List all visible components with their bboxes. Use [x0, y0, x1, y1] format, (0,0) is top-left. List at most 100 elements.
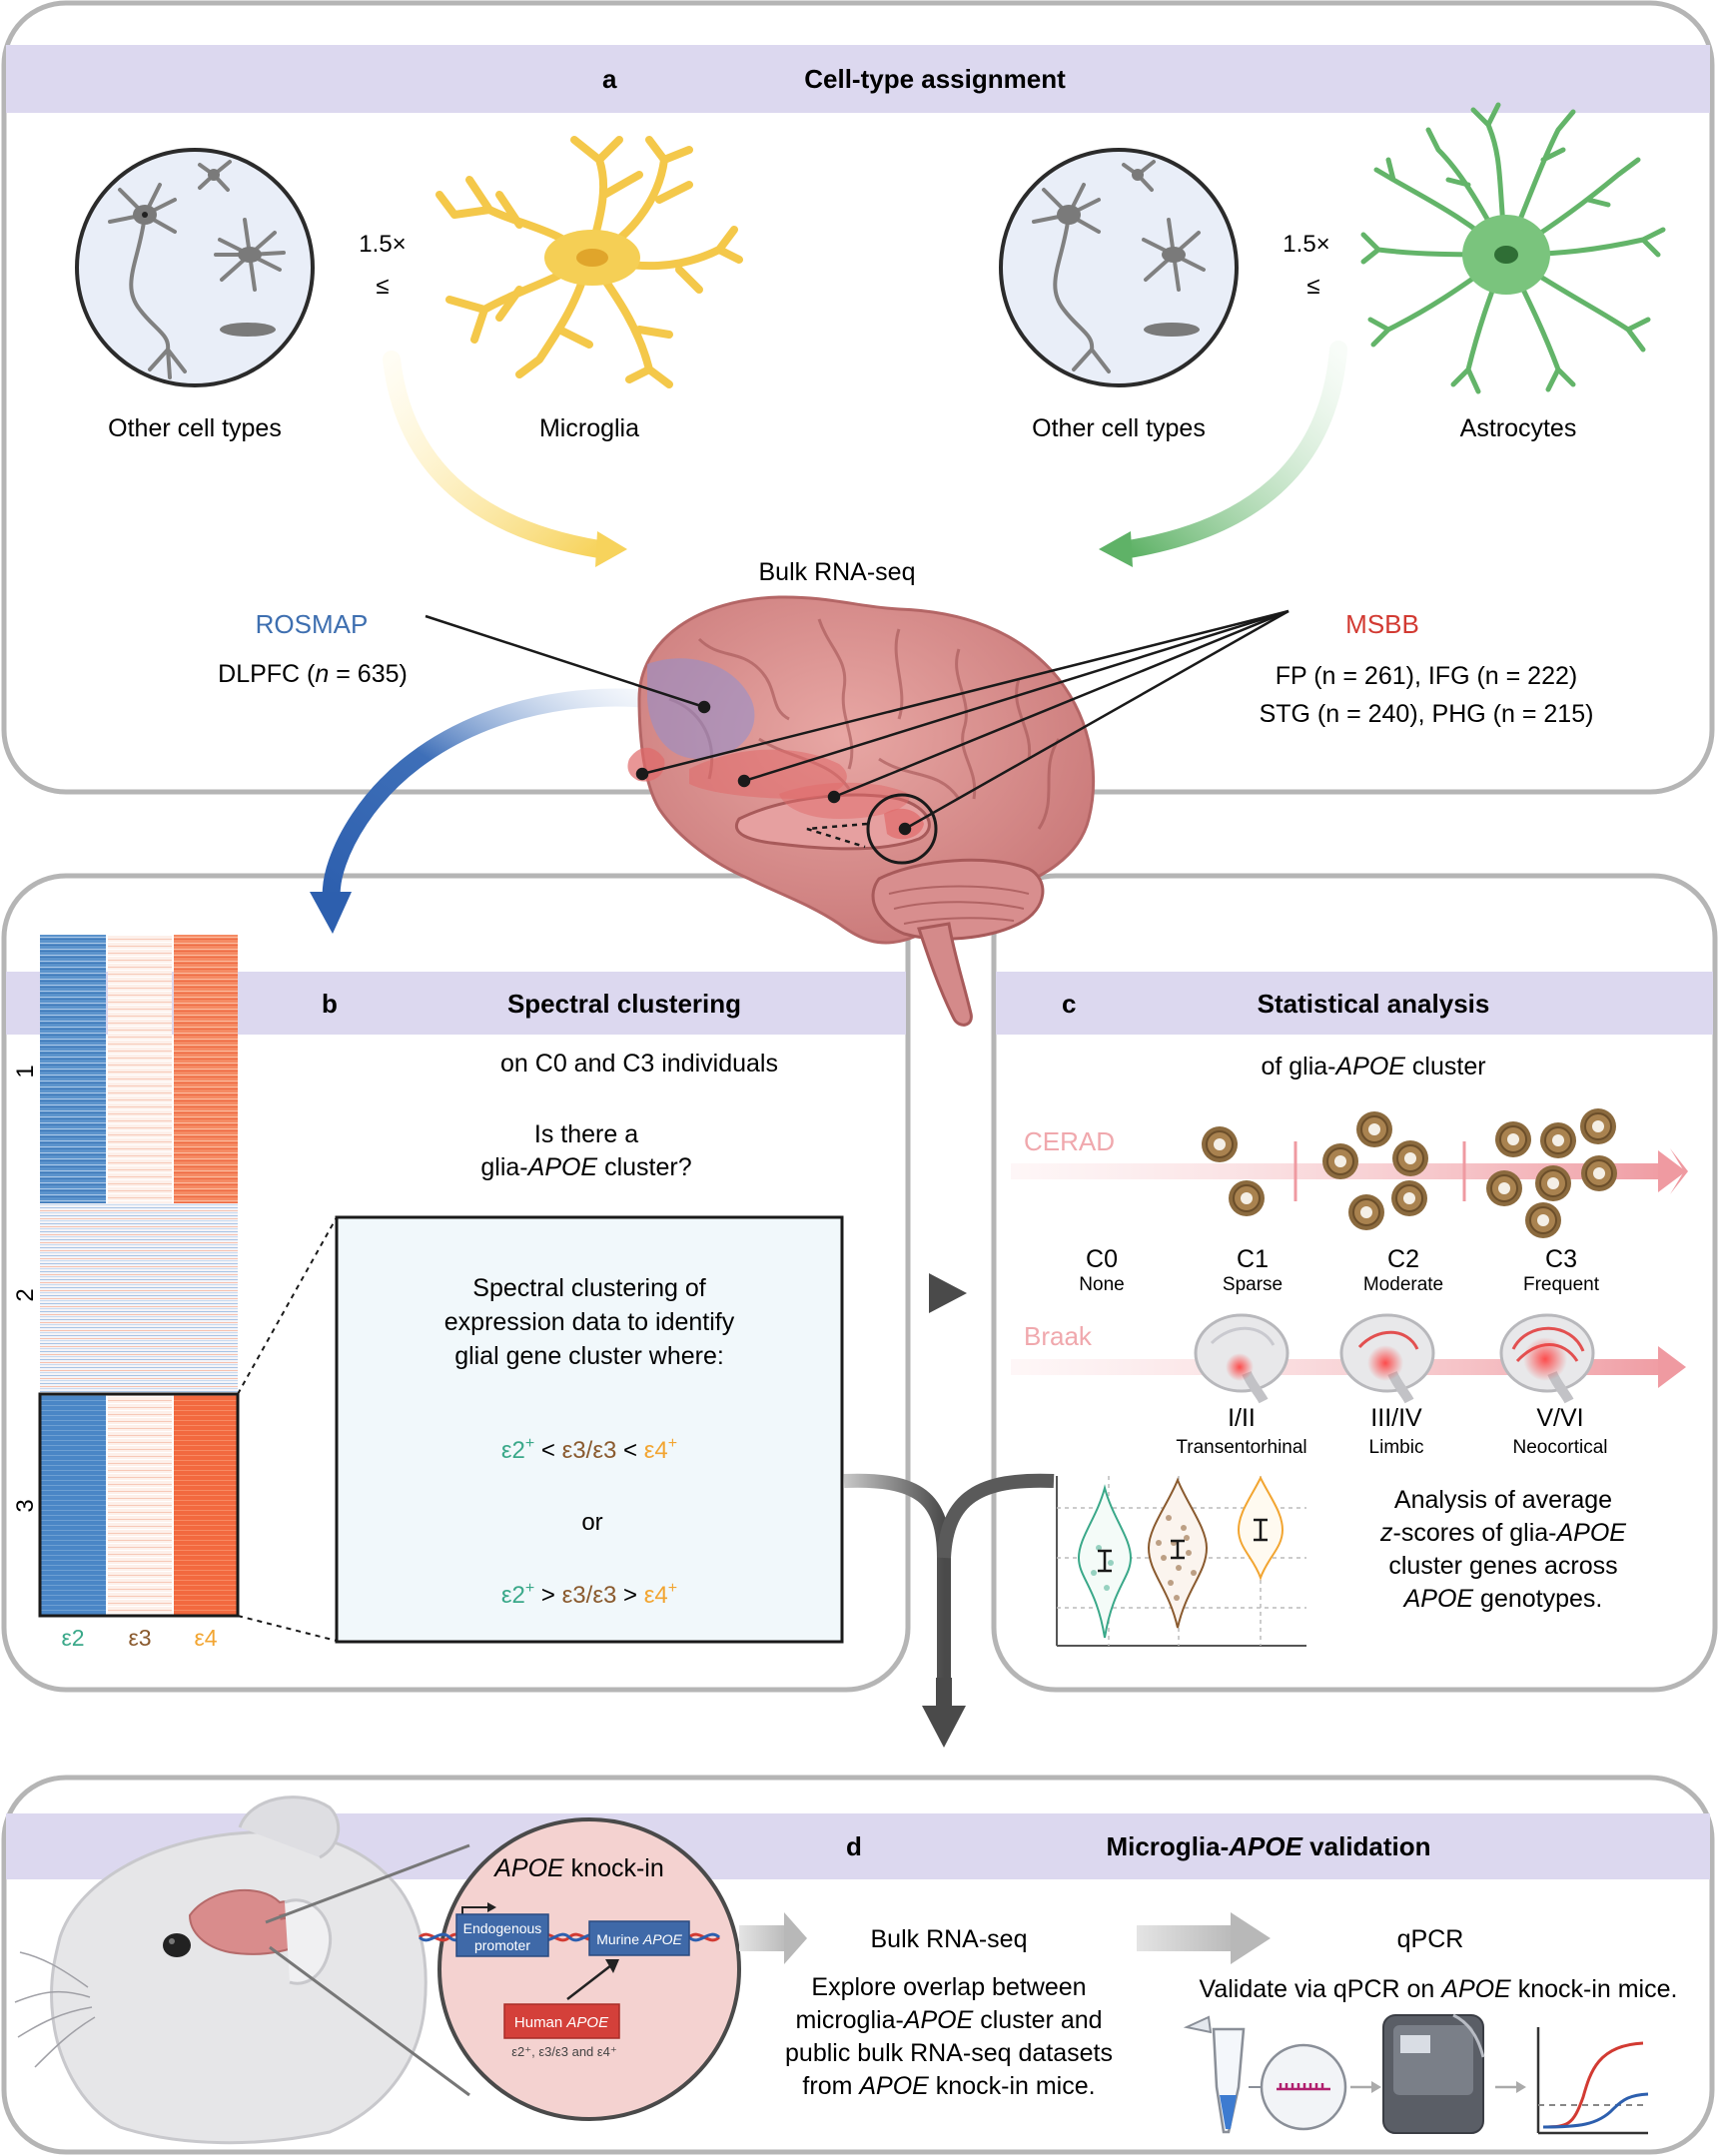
- inequality-decreasing: ε2+ > ε3/ε3 > ε4+: [501, 1580, 677, 1609]
- panel-a-letter: a: [602, 64, 617, 94]
- sample-strand-icon: [1277, 2083, 1330, 2091]
- brain-leader-lines: [425, 609, 1289, 836]
- panel-c-subtitle: of glia-APOE cluster: [1261, 1053, 1485, 1080]
- astrocyte-arrow: [1120, 341, 1347, 558]
- braak-stage-3-name: Neocortical: [1512, 1437, 1607, 1458]
- braak-stage-3-code: V/VI: [1536, 1404, 1583, 1432]
- braak-stage-1-code: I/II: [1228, 1404, 1256, 1432]
- right-other-cells-label: Other cell types: [1032, 414, 1206, 442]
- knockin-to-bulk-arrow: [784, 1912, 807, 1964]
- right-threshold: 1.5×: [1283, 231, 1329, 258]
- microglia-arrow: [383, 351, 608, 558]
- rosmap-label: ROSMAP: [256, 609, 369, 639]
- knockin-circle: [437, 1817, 741, 2121]
- clustering-criteria-box: [335, 1215, 844, 1644]
- heatmap-col-e3: ε3: [128, 1625, 151, 1651]
- heatmap-e3-cluster3: [108, 1394, 172, 1616]
- merge-arrow-head: [922, 1706, 966, 1748]
- or-label: or: [581, 1509, 602, 1536]
- box-line3: glial gene cluster where:: [454, 1342, 724, 1370]
- panel-b-letter: b: [322, 989, 338, 1019]
- b-to-c-arrow: [929, 1273, 967, 1313]
- analysis-line4: APOE genotypes.: [1402, 1585, 1603, 1613]
- microglia-label: Microglia: [539, 414, 639, 442]
- inequality-increasing: ε2+ < ε3/ε3 < ε4+: [501, 1435, 677, 1464]
- heatmap-e4-cluster3: [174, 1394, 238, 1616]
- heatmap-col-e2: ε2: [61, 1625, 84, 1651]
- braak-axis-arrowhead: [1658, 1346, 1686, 1388]
- bulk-rnaseq-label: Bulk RNA-seq: [759, 558, 916, 586]
- panel-b-question-line2: glia-APOE cluster?: [480, 1153, 691, 1181]
- heatmap-cluster2: [40, 1203, 238, 1393]
- rosmap-region: DLPFC (n = 635): [218, 660, 408, 688]
- cerad-axis-arrowhead: [1658, 1150, 1686, 1192]
- right-relation: ≤: [1306, 273, 1319, 300]
- panel-c-letter: c: [1062, 989, 1076, 1019]
- left-relation: ≤: [376, 273, 389, 300]
- human-apoe-label: Human APOE: [514, 2014, 609, 2031]
- heatmap-row-3: 3: [12, 1499, 39, 1512]
- braak-stage-2-name: Limbic: [1369, 1437, 1424, 1458]
- neuron-icon: [75, 148, 315, 387]
- analysis-line2: z-scores of glia-APOE: [1379, 1519, 1626, 1547]
- heatmap-cluster3-box: [38, 1392, 240, 1618]
- panel-c-title-band: [996, 972, 1713, 1035]
- panel-b-question-line1: Is there a: [534, 1120, 638, 1148]
- cerad-stage-c2-name: Moderate: [1363, 1274, 1443, 1295]
- validate-line: Validate via qPCR on APOE knock-in mice.: [1200, 1975, 1678, 2003]
- genotypes-caption: ε2⁺, ε3/ε3 and ε4⁺: [511, 2044, 617, 2059]
- heatmap-col-e4: ε4: [194, 1625, 217, 1651]
- msbb-regions-line1: FP (n = 261), IFG (n = 222): [1276, 662, 1577, 690]
- qpcr-label: qPCR: [1397, 1925, 1464, 1953]
- endogenous-promoter-box: [455, 1913, 549, 1957]
- left-other-cells-label: Other cell types: [108, 414, 282, 442]
- murine-apoe-box: [588, 1920, 690, 1956]
- braak-brain-icons: [1194, 1313, 1595, 1404]
- tube-icon: [1183, 2015, 1246, 2134]
- microglia-arrow-head: [595, 531, 627, 567]
- box-line1: Spectral clustering of: [472, 1274, 706, 1302]
- analysis-line3: cluster genes across: [1388, 1552, 1617, 1580]
- panel-d-letter: d: [846, 1831, 862, 1861]
- cerad-stage-c3-code: C3: [1545, 1245, 1577, 1273]
- cerad-stage-c0-name: None: [1079, 1274, 1124, 1295]
- panel-d-title: Microglia-APOE validation: [1106, 1831, 1430, 1861]
- panel-b-title: Spectral clustering: [507, 989, 741, 1019]
- braak-stage-2-code: III/IV: [1370, 1404, 1422, 1432]
- cerad-stage-c2-code: C2: [1387, 1245, 1419, 1273]
- explore-line2: microglia-APOE cluster and: [795, 2006, 1102, 2034]
- panel-a-title-band: [6, 45, 1710, 113]
- cerad-stage-c1-code: C1: [1237, 1245, 1269, 1273]
- msbb-label: MSBB: [1345, 609, 1419, 639]
- panel-c-title: Statistical analysis: [1258, 989, 1490, 1019]
- human-apoe-box: [503, 2003, 620, 2039]
- heatmap-e2-cluster3: [40, 1394, 106, 1616]
- heatmap-row-1: 1: [12, 1065, 39, 1078]
- endogenous-promoter-line2: promoter: [474, 1937, 530, 1953]
- violin-plot-icon: [1056, 1475, 1306, 1647]
- d-bulk-rnaseq-label: Bulk RNA-seq: [871, 1925, 1028, 1953]
- box-line2: expression data to identify: [444, 1308, 735, 1336]
- phg-highlight-circle: [866, 793, 938, 865]
- panel-a-title: Cell-type assignment: [804, 64, 1066, 94]
- qpcr-machine-icon: [1382, 2013, 1485, 2134]
- other-cells-right-icon: [999, 148, 1239, 387]
- cerad-stage-c3-name: Frequent: [1523, 1274, 1600, 1295]
- amyloid-plaque-icons: [1202, 1108, 1617, 1238]
- mouse-icon: [14, 1796, 428, 2145]
- astrocyte-arrow-head: [1099, 531, 1133, 567]
- rosmap-arrow: [322, 688, 658, 908]
- cerad-label: CERAD: [1024, 1126, 1115, 1156]
- cerad-stage-c1-name: Sparse: [1223, 1274, 1283, 1295]
- bulk-to-qpcr-arrow: [1231, 1912, 1271, 1964]
- microglia-icon: [435, 136, 743, 388]
- amplification-curve-icon: [1536, 2027, 1649, 2135]
- braak-stage-1-name: Transentorhinal: [1176, 1437, 1306, 1458]
- knockin-title: APOE knock-in: [492, 1854, 664, 1882]
- rosmap-arrow-head: [310, 892, 352, 934]
- heatmap: [38, 935, 240, 1618]
- msbb-regions-line2: STG (n = 240), PHG (n = 215): [1260, 700, 1594, 728]
- panel-a: a Cell-type assignment 1.5× ≤ Other cell…: [1, 0, 1715, 795]
- braak-label: Braak: [1024, 1321, 1093, 1351]
